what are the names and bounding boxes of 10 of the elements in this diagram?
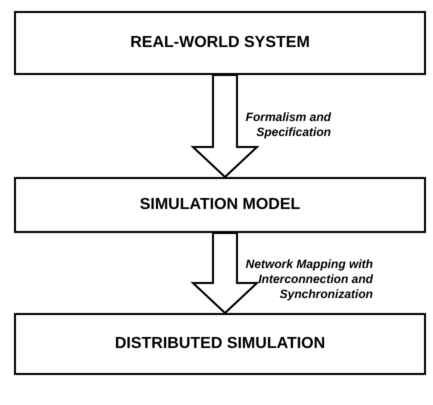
box-title: REAL-WORLD SYSTEM (130, 34, 310, 52)
block-arrow (190, 74, 260, 178)
box-title: SIMULATION MODEL (140, 196, 300, 214)
edge-label: Network Mapping with Interconnection and Synchronization (244, 257, 373, 302)
process-box (14, 313, 426, 375)
block-arrow (190, 232, 260, 314)
edge-label: Formalism and Specification (244, 110, 331, 140)
box-title: DISTRIBUTED SIMULATION (114, 335, 326, 353)
process-box (14, 11, 426, 75)
process-box (14, 177, 426, 233)
